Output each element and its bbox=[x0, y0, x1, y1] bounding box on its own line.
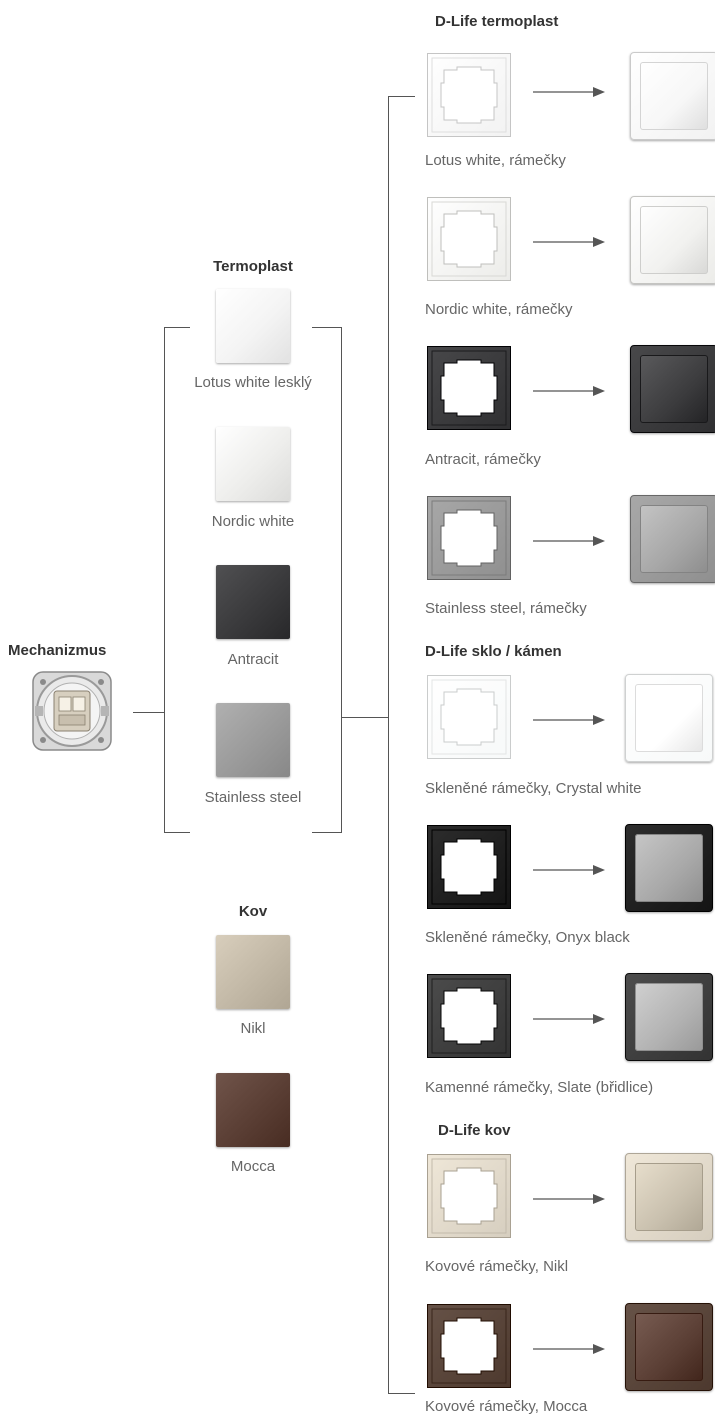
cover-swatch-stainless-steel bbox=[216, 703, 290, 777]
termoplast-title: Termoplast bbox=[213, 258, 293, 275]
frame-image-lotus-white bbox=[427, 53, 511, 137]
switch-mechanism-icon bbox=[31, 670, 113, 752]
switch-image-onyx-black bbox=[625, 824, 713, 912]
arrow-icon bbox=[533, 85, 605, 97]
cover-label-antracit: Antracit bbox=[227, 651, 279, 668]
covers-bracket-left-bottom bbox=[164, 832, 190, 833]
frame-image-crystal-white bbox=[427, 675, 511, 759]
switch-image-lotus-white bbox=[630, 52, 715, 140]
frame-label-nordic-white: Nordic white, rámečky bbox=[425, 301, 573, 318]
group-title-termoplast: D-Life termoplast bbox=[435, 13, 559, 30]
cover-swatch-nikl bbox=[216, 935, 290, 1009]
arrow-icon bbox=[533, 384, 605, 396]
frame-label-lotus-white: Lotus white, rámečky bbox=[425, 152, 566, 169]
frame-label-mocca: Kovové rámečky, Mocca bbox=[425, 1398, 588, 1415]
frame-image-antracit bbox=[427, 346, 511, 430]
frame-image-nikl bbox=[427, 1154, 511, 1238]
cover-swatch-antracit bbox=[216, 565, 290, 639]
frame-label-stainless-steel: Stainless steel, rámečky bbox=[425, 600, 587, 617]
frame-label-crystal-white: Skleněné rámečky, Crystal white bbox=[425, 780, 642, 797]
connector-mechanism-to-covers bbox=[133, 712, 165, 713]
arrow-icon bbox=[533, 1192, 605, 1204]
cover-swatch-lotus-white bbox=[216, 289, 290, 363]
frame-label-slate: Kamenné rámečky, Slate (břidlice) bbox=[425, 1079, 654, 1096]
frame-label-nikl: Kovové rámečky, Nikl bbox=[425, 1258, 569, 1275]
frame-label-onyx-black: Skleněné rámečky, Onyx black bbox=[425, 929, 630, 946]
frame-image-onyx-black bbox=[427, 825, 511, 909]
frames-bracket-vertical bbox=[388, 96, 389, 1394]
covers-bracket-right-top bbox=[312, 327, 342, 328]
cover-label-nordic-white: Nordic white bbox=[211, 513, 295, 530]
frame-image-stainless-steel bbox=[427, 496, 511, 580]
arrow-icon bbox=[533, 1012, 605, 1024]
frame-image-mocca bbox=[427, 1304, 511, 1388]
cover-label-nikl: Nikl bbox=[240, 1020, 266, 1037]
frame-image-slate bbox=[427, 974, 511, 1058]
connector-covers-to-frames bbox=[341, 717, 389, 718]
cover-swatch-nordic-white bbox=[216, 427, 290, 501]
switch-image-slate bbox=[625, 973, 713, 1061]
switch-image-crystal-white bbox=[625, 674, 713, 762]
covers-bracket-right-bottom bbox=[312, 832, 342, 833]
cover-label-stainless-steel: Stainless steel bbox=[204, 789, 302, 806]
group-title-kov: D-Life kov bbox=[438, 1122, 511, 1139]
switch-image-mocca bbox=[625, 1303, 713, 1391]
frame-label-antracit: Antracit, rámečky bbox=[425, 451, 541, 468]
cover-swatch-mocca bbox=[216, 1073, 290, 1147]
arrow-icon bbox=[533, 713, 605, 725]
arrow-icon bbox=[533, 1342, 605, 1354]
switch-image-antracit bbox=[630, 345, 715, 433]
switch-image-stainless-steel bbox=[630, 495, 715, 583]
kov-title: Kov bbox=[238, 903, 268, 920]
covers-bracket-left-top bbox=[164, 327, 190, 328]
arrow-icon bbox=[533, 534, 605, 546]
cover-label-lotus-white: Lotus white lesklý bbox=[194, 374, 312, 391]
arrow-icon bbox=[533, 863, 605, 875]
frames-bracket-bottom bbox=[388, 1393, 415, 1394]
switch-image-nikl bbox=[625, 1153, 713, 1241]
frame-image-nordic-white bbox=[427, 197, 511, 281]
mechanism-title: Mechanizmus bbox=[8, 642, 107, 659]
group-title-sklo-kamen: D-Life sklo / kámen bbox=[425, 643, 562, 660]
switch-image-nordic-white bbox=[630, 196, 715, 284]
covers-bracket-left-vertical bbox=[164, 327, 165, 833]
cover-label-mocca: Mocca bbox=[230, 1158, 276, 1175]
covers-bracket-right-vertical bbox=[341, 327, 342, 833]
frames-bracket-top bbox=[388, 96, 415, 97]
arrow-icon bbox=[533, 235, 605, 247]
